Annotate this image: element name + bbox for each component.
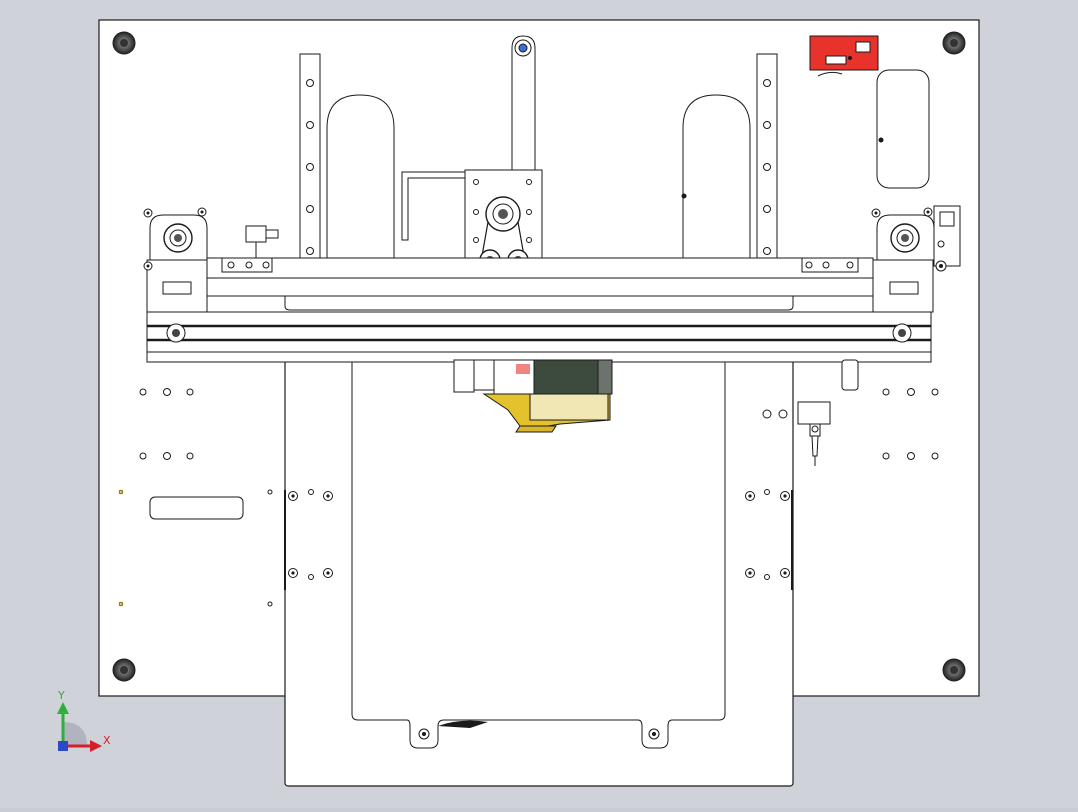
- carriage-hole: [526, 237, 532, 243]
- tray-lock-screw[interactable]: [422, 732, 426, 736]
- rail-end-block-left: [221, 257, 273, 273]
- nozzle-bracket: [841, 359, 859, 391]
- limit-switch-left[interactable]: [245, 225, 279, 258]
- end-bracket-right[interactable]: [871, 207, 935, 313]
- extrusion-beam[interactable]: [146, 277, 932, 363]
- cutout-marker: [878, 137, 884, 143]
- arm-pivot-bolt[interactable]: [518, 43, 528, 53]
- y-axis-arrow-icon: [57, 702, 69, 714]
- x-axis-arrow-icon: [90, 740, 102, 752]
- base-plate-holes: [139, 388, 939, 607]
- corner-screw-top-right[interactable]: [942, 31, 966, 55]
- red-sensor-module[interactable]: [809, 35, 879, 77]
- y-axis-label: Y: [57, 689, 65, 702]
- corner-screw-bottom-left[interactable]: [112, 658, 136, 682]
- drive-belt: [481, 221, 525, 257]
- beam-end-bolt-right[interactable]: [892, 323, 912, 343]
- corner-screw-top-left[interactable]: [112, 31, 136, 55]
- corner-screw-bottom-right[interactable]: [942, 658, 966, 682]
- carriage-hole: [473, 237, 479, 243]
- tray-clamp-screw-centers: [291, 494, 787, 575]
- slot-cutout-right: [682, 94, 751, 270]
- triad-quadrant: [63, 722, 87, 746]
- tray-lock-screw[interactable]: [418, 728, 430, 740]
- carriage-hole: [473, 179, 479, 185]
- beam-end-bolt-left[interactable]: [166, 323, 186, 343]
- label-recess: [149, 496, 244, 520]
- end-bracket-left[interactable]: [143, 207, 208, 313]
- base-plate-markers: [118, 489, 124, 607]
- slot-cutout-top-right: [876, 69, 930, 189]
- cutout-marker: [681, 193, 687, 199]
- rail-end-block-right: [801, 257, 859, 273]
- top-beam-plate: [204, 257, 874, 279]
- tension-arm[interactable]: [511, 35, 536, 170]
- tray-lock-screw[interactable]: [648, 728, 660, 740]
- tray-inner-frame: [351, 360, 726, 749]
- tray-lock-screw[interactable]: [652, 732, 656, 736]
- coordinate-triad: X Y: [57, 689, 111, 752]
- carriage-hole: [526, 209, 532, 215]
- carriage-hole: [526, 179, 532, 185]
- x-axis-label: X: [103, 734, 111, 747]
- carriage-hole: [473, 209, 479, 215]
- dispense-nozzle[interactable]: [797, 401, 831, 466]
- rail-holes: [306, 79, 771, 255]
- slot-cutout-left: [326, 94, 395, 270]
- tray-shadow-notch: [438, 720, 488, 728]
- beam-center-recess: [284, 296, 794, 311]
- limit-switch-right[interactable]: [933, 205, 961, 272]
- z-axis-origin-icon: [58, 741, 68, 751]
- stepper-motor[interactable]: [453, 359, 613, 433]
